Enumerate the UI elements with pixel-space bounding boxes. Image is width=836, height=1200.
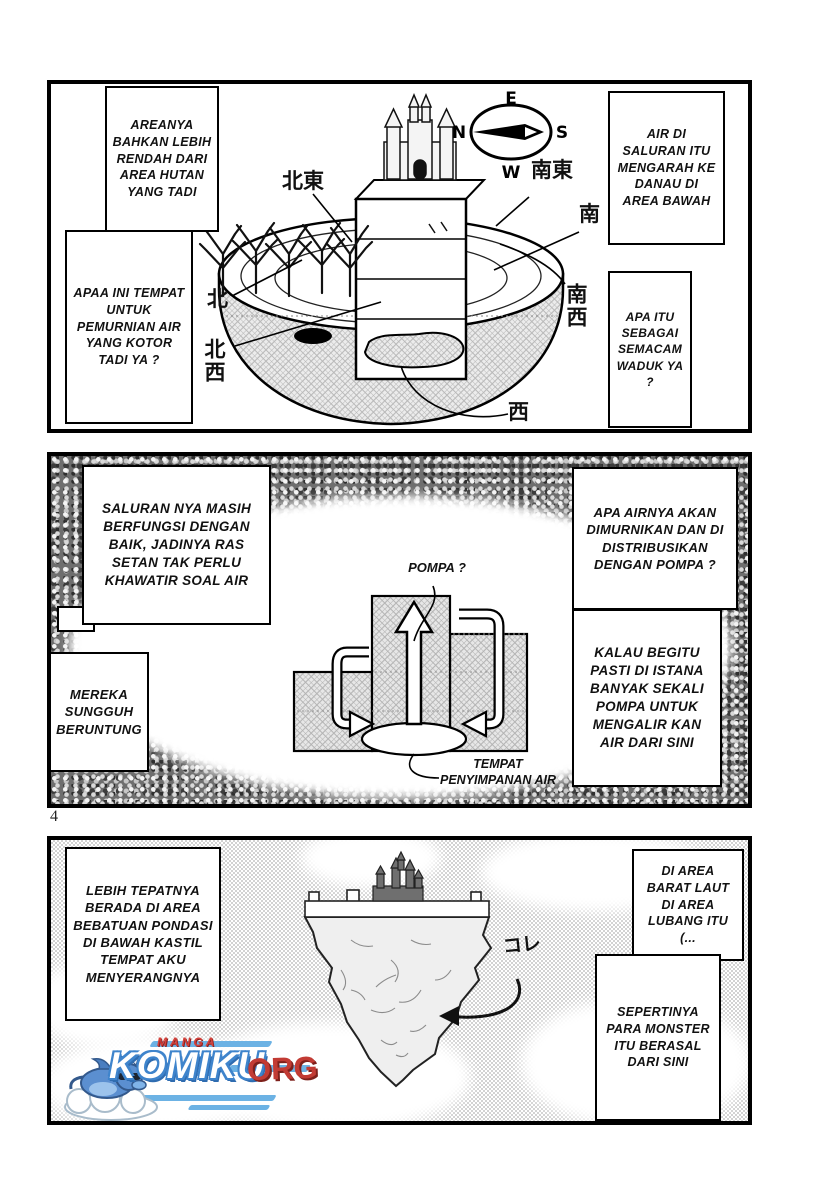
dragon-mascot-icon	[64, 1055, 158, 1121]
logo-stripe	[187, 1105, 271, 1110]
speech-bubble: SALURAN NYA MASIH BERFUNGSI DENGAN BAIK,…	[82, 465, 271, 625]
speech-bubble: KALAU BEGITU PASTI DI ISTANA BANYAK SEKA…	[572, 609, 722, 787]
sketch-marks	[428, 221, 448, 234]
speech-bubble: DI AREA BARAT LAUT DI AREA LUBANG ITU (.…	[632, 849, 744, 961]
compass-east-label: E	[505, 89, 517, 109]
speech-bubble: AIR DI SALURAN ITU MENGARAH KE DANAU DI …	[608, 91, 725, 245]
panel-reservoir-map: E N S W 北東 南東 南 南西 北 北西 西 AREANYA BAHKAN…	[47, 80, 752, 433]
pond	[363, 331, 465, 369]
label-south: 南	[579, 202, 600, 226]
pump-diagram	[292, 585, 529, 779]
speech-bubble: APA ITU SEBAGAI SEMACAM WADUK YA ?	[608, 271, 692, 428]
panel-floating-island: コレ LEBIH TEPATNYA BERADA DI AREA BEBATUA…	[47, 836, 752, 1125]
right-flow-arrow	[459, 608, 505, 738]
floating-island-illustration	[303, 850, 521, 1088]
right-basin-block	[448, 632, 529, 753]
speech-bubble: MEREKA SUNGGUH BERUNTUNG	[51, 652, 149, 772]
speech-bubble: LEBIH TEPATNYA BERADA DI AREA BEBATUAN P…	[65, 847, 221, 1021]
drain-hole	[294, 328, 332, 344]
pointer-label: コレ	[501, 932, 542, 958]
label-north-east: 北東	[282, 169, 324, 193]
storage-label: TEMPAT PENYIMPANAN AIR	[440, 757, 556, 788]
logo-org-text: ORG	[246, 1049, 319, 1088]
up-flow-arrow	[393, 599, 435, 726]
left-flow-arrow	[331, 646, 376, 738]
pump-leader-line	[413, 585, 436, 642]
leader-lines	[231, 193, 580, 418]
castle-silhouette	[372, 850, 425, 902]
label-south-east: 南東	[531, 158, 573, 182]
water-storage-ellipse	[360, 721, 468, 757]
label-west: 西	[508, 400, 529, 424]
compass-west-label: W	[502, 163, 521, 183]
panel-pump-diagram: POMPA ? TEMPAT PENYIMPANAN AIR SALURAN N…	[47, 452, 752, 808]
storage-leader-line	[408, 753, 440, 779]
page-number: 4	[50, 808, 58, 825]
label-north-west: 北西	[202, 338, 227, 384]
castle-icon	[383, 93, 457, 181]
island-rock	[303, 916, 493, 1088]
speech-bubble: SEPERTINYA PARA MONSTER ITU BERASAL DARI…	[595, 954, 721, 1121]
komiku-watermark-logo: MANGA KOMIKU ORG	[59, 1035, 319, 1121]
rock-texture	[340, 939, 452, 1058]
compass-rose: E N S W	[452, 89, 568, 183]
compass-north-label: N	[452, 123, 466, 143]
pointer-arrow	[439, 978, 521, 1026]
compass-south-label: S	[556, 123, 568, 143]
speech-bubble: AREANYA BAHKAN LEBIH RENDAH DARI AREA HU…	[105, 86, 219, 232]
speech-bubble: APAA INI TEMPAT UNTUK PEMURNIAN AIR YANG…	[65, 230, 193, 424]
speech-bubble: APA AIRNYA AKAN DIMURNIKAN DAN DI DISTRI…	[572, 467, 738, 610]
tower-top-face	[353, 179, 487, 200]
logo-manga-text: MANGA	[157, 1035, 218, 1049]
reservoir-diagram: E N S W	[198, 89, 580, 426]
label-north: 北	[207, 287, 228, 311]
label-south-west: 南西	[564, 283, 589, 329]
pump-label: POMPA ?	[408, 560, 466, 575]
logo-komiku-text: KOMIKU	[109, 1045, 266, 1086]
